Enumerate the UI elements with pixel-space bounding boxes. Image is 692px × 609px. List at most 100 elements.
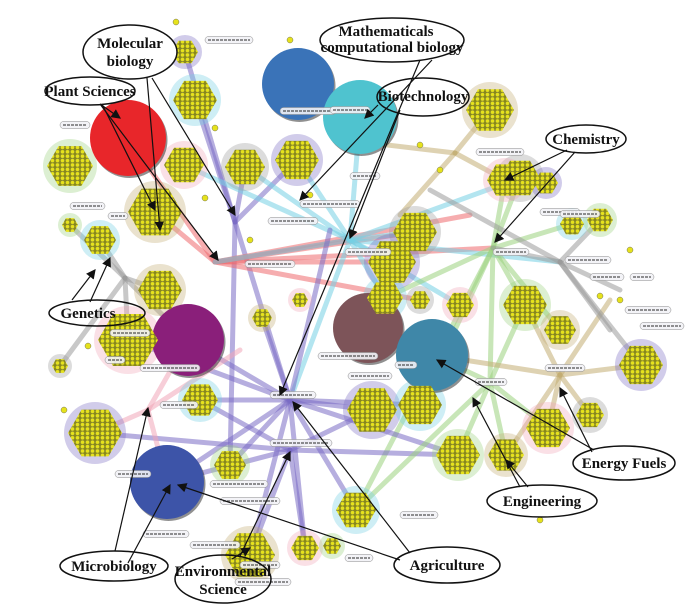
field-node [130, 445, 204, 519]
callout-plant-sciences: Plant Sciences [44, 76, 136, 106]
callout-arrow [127, 483, 171, 564]
publication-cluster [410, 291, 430, 309]
publication-cluster [291, 535, 319, 561]
publication-cluster [336, 492, 376, 528]
small-node [436, 166, 444, 174]
field-node [152, 304, 224, 376]
small-node [536, 516, 544, 524]
callout-label: Mathematicals [339, 24, 434, 40]
publication-cluster [503, 285, 547, 325]
publication-cluster [225, 149, 265, 185]
small-node [211, 124, 219, 132]
publication-cluster [398, 385, 442, 425]
callout-arrow [435, 359, 595, 451]
publication-cluster [68, 409, 122, 457]
edge [287, 227, 333, 403]
edge [192, 97, 238, 225]
field-node [262, 48, 334, 120]
small-node [626, 246, 634, 254]
callout-label: Molecular [97, 36, 163, 52]
small-node [246, 236, 254, 244]
publication-cluster [292, 293, 308, 307]
edge [347, 175, 523, 243]
publication-cluster [128, 188, 182, 236]
callout-arrow [505, 459, 529, 488]
edge [353, 379, 493, 513]
callout-environmental-science: Environmental Science [174, 554, 272, 604]
publication-cluster [544, 316, 576, 344]
publication-cluster [446, 292, 474, 318]
nodes-layer [47, 18, 663, 577]
callout-arrow [146, 77, 165, 232]
edge [57, 275, 128, 369]
small-node [286, 36, 294, 44]
edge [287, 447, 308, 551]
callout-arrow [114, 406, 151, 552]
edge [92, 430, 293, 453]
small-node [201, 194, 209, 202]
callout-label: biology [107, 54, 154, 70]
edge [247, 397, 293, 558]
publication-cluster [47, 146, 93, 186]
field-node [323, 80, 397, 154]
callout-label: Science [199, 582, 247, 598]
callout-arrow [472, 396, 521, 488]
publication-cluster [98, 314, 158, 366]
publication-cluster [367, 282, 403, 314]
callout-arrow [71, 269, 96, 301]
small-node [306, 191, 314, 199]
callout-arrow [348, 109, 401, 240]
edge [397, 150, 458, 218]
callout-arrow [176, 483, 401, 561]
edge [427, 187, 563, 265]
edge [287, 397, 359, 513]
edge [487, 245, 496, 385]
callout-label: Agriculture [410, 558, 485, 574]
edge [490, 221, 575, 251]
small-node [84, 342, 92, 350]
publication-cluster [526, 408, 570, 448]
callout-arrow [364, 104, 379, 119]
publication-cluster [466, 89, 514, 131]
callout-label: Engineering [503, 494, 582, 510]
publication-cluster [576, 402, 604, 428]
publication-cluster [52, 359, 68, 373]
edge [557, 259, 613, 333]
small-node [416, 141, 424, 149]
callout-arrow [503, 149, 568, 181]
small-node [60, 406, 68, 414]
publication-cluster [436, 435, 480, 475]
publication-cluster [275, 140, 319, 180]
publication-cluster [164, 147, 204, 183]
publication-cluster [252, 309, 272, 327]
publication-cluster [323, 538, 341, 554]
callout-arrow [101, 103, 156, 212]
publication-cluster [560, 213, 584, 235]
small-node [596, 292, 604, 300]
node-labels-layer [59, 36, 685, 586]
callout-label: Genetics [61, 306, 116, 322]
callout-arrow [559, 386, 593, 453]
callout-engineering: Engineering [486, 484, 598, 518]
publication-cluster [62, 218, 78, 232]
publication-cluster [172, 40, 198, 64]
edge [242, 164, 353, 243]
callout-arrow [89, 256, 111, 303]
publication-cluster [84, 226, 116, 254]
publication-cluster [619, 345, 663, 385]
callout-label: computational biology [321, 40, 464, 56]
publication-cluster [173, 80, 217, 120]
callout-label: Chemistry [552, 132, 620, 148]
callout-label: Microbiology [71, 559, 157, 575]
callout-arrow [278, 59, 421, 397]
callout-label: Environmental [175, 564, 271, 580]
callout-arrow [99, 103, 219, 261]
callout-arrow [494, 151, 576, 243]
callout-energy-fuels: Energy Fuels [572, 445, 676, 481]
callout-arrows-layer [71, 59, 595, 564]
callout-label: Plant Sciences [44, 84, 135, 100]
callouts-layer: Molecular biology Plant Sciences Mathema… [44, 17, 676, 604]
callout-arrow [151, 77, 236, 217]
callout-arrow [239, 450, 291, 557]
